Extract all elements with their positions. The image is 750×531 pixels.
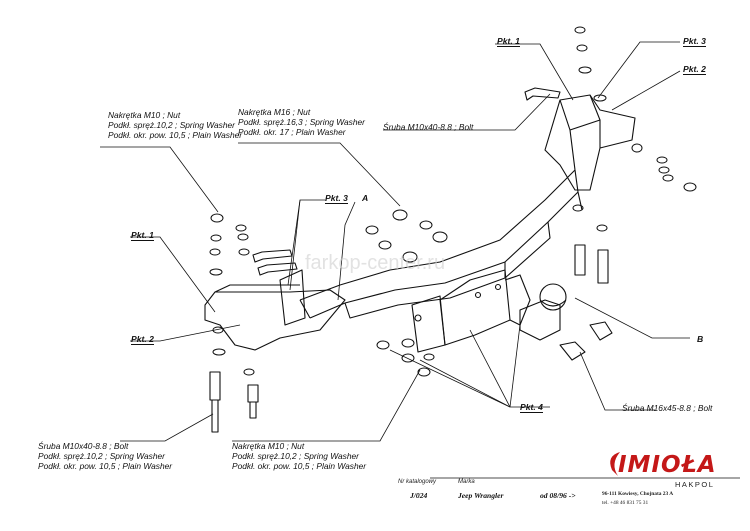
logo-swoosh — [610, 452, 620, 476]
crossbar-beam — [299, 169, 583, 319]
brand-caption: Marka — [458, 479, 475, 485]
pkt3-mid-label: Pkt. 3 — [325, 193, 348, 204]
bolt-top — [524, 87, 561, 101]
bolt-left-1 — [209, 371, 221, 433]
pkt1-left-label: Pkt. 1 — [131, 230, 154, 241]
washer-stack-left — [209, 213, 250, 276]
bolt-right-2 — [597, 249, 609, 284]
ball-mount — [411, 269, 567, 353]
pkt2-top-label: Pkt. 2 — [683, 64, 706, 75]
washer-stack-upper-right — [631, 143, 697, 192]
pkt3-top-label: Pkt. 3 — [683, 36, 706, 47]
watermark: farkop-center.ru — [305, 252, 446, 274]
company-logo: IMIOŁA — [618, 452, 717, 478]
bolt-m16-2 — [559, 341, 586, 361]
right-bracket — [544, 94, 636, 191]
washer-stack-top — [574, 26, 607, 102]
washer-stack-bottom-left — [212, 326, 255, 376]
left-bracket — [204, 269, 346, 351]
bolt-right-1 — [574, 244, 586, 276]
brand-name: Jeep Wrangler — [458, 491, 504, 500]
washer-stack-m16 — [365, 209, 448, 263]
company-address: 96-111 Kowiesy, Chojnata 23 A — [602, 491, 674, 497]
company-logo-sub: HAKPOL — [675, 480, 715, 489]
letter-b-label: B — [697, 334, 704, 344]
label-bolt-m16: Śruba M16x45-8.8 ; Bolt — [622, 403, 713, 413]
washer-stack-lower-mid — [376, 338, 435, 377]
pkt1-top-label: Pkt. 1 — [497, 36, 520, 47]
bolt-left-2 — [247, 384, 259, 419]
company-phone: tel. +48 46 831 75 31 — [602, 500, 649, 506]
letter-a-label: A — [362, 193, 369, 203]
bolt-m16-1 — [589, 321, 613, 341]
bolt-h-2 — [257, 262, 298, 276]
production-date: od 08/96 -> — [540, 491, 576, 500]
pkt4-label: Pkt. 4 — [520, 402, 543, 413]
catalog-caption: Nr katalogowy — [398, 479, 437, 485]
pkt2-left-label: Pkt. 2 — [131, 334, 154, 345]
catalog-number: J/024 — [410, 491, 428, 500]
washer-stack-right-lower — [572, 204, 608, 232]
label-bolt-m10-right: Śruba M10x40-8.8 ; Bolt — [383, 122, 474, 132]
bolt-h-1 — [252, 249, 293, 263]
